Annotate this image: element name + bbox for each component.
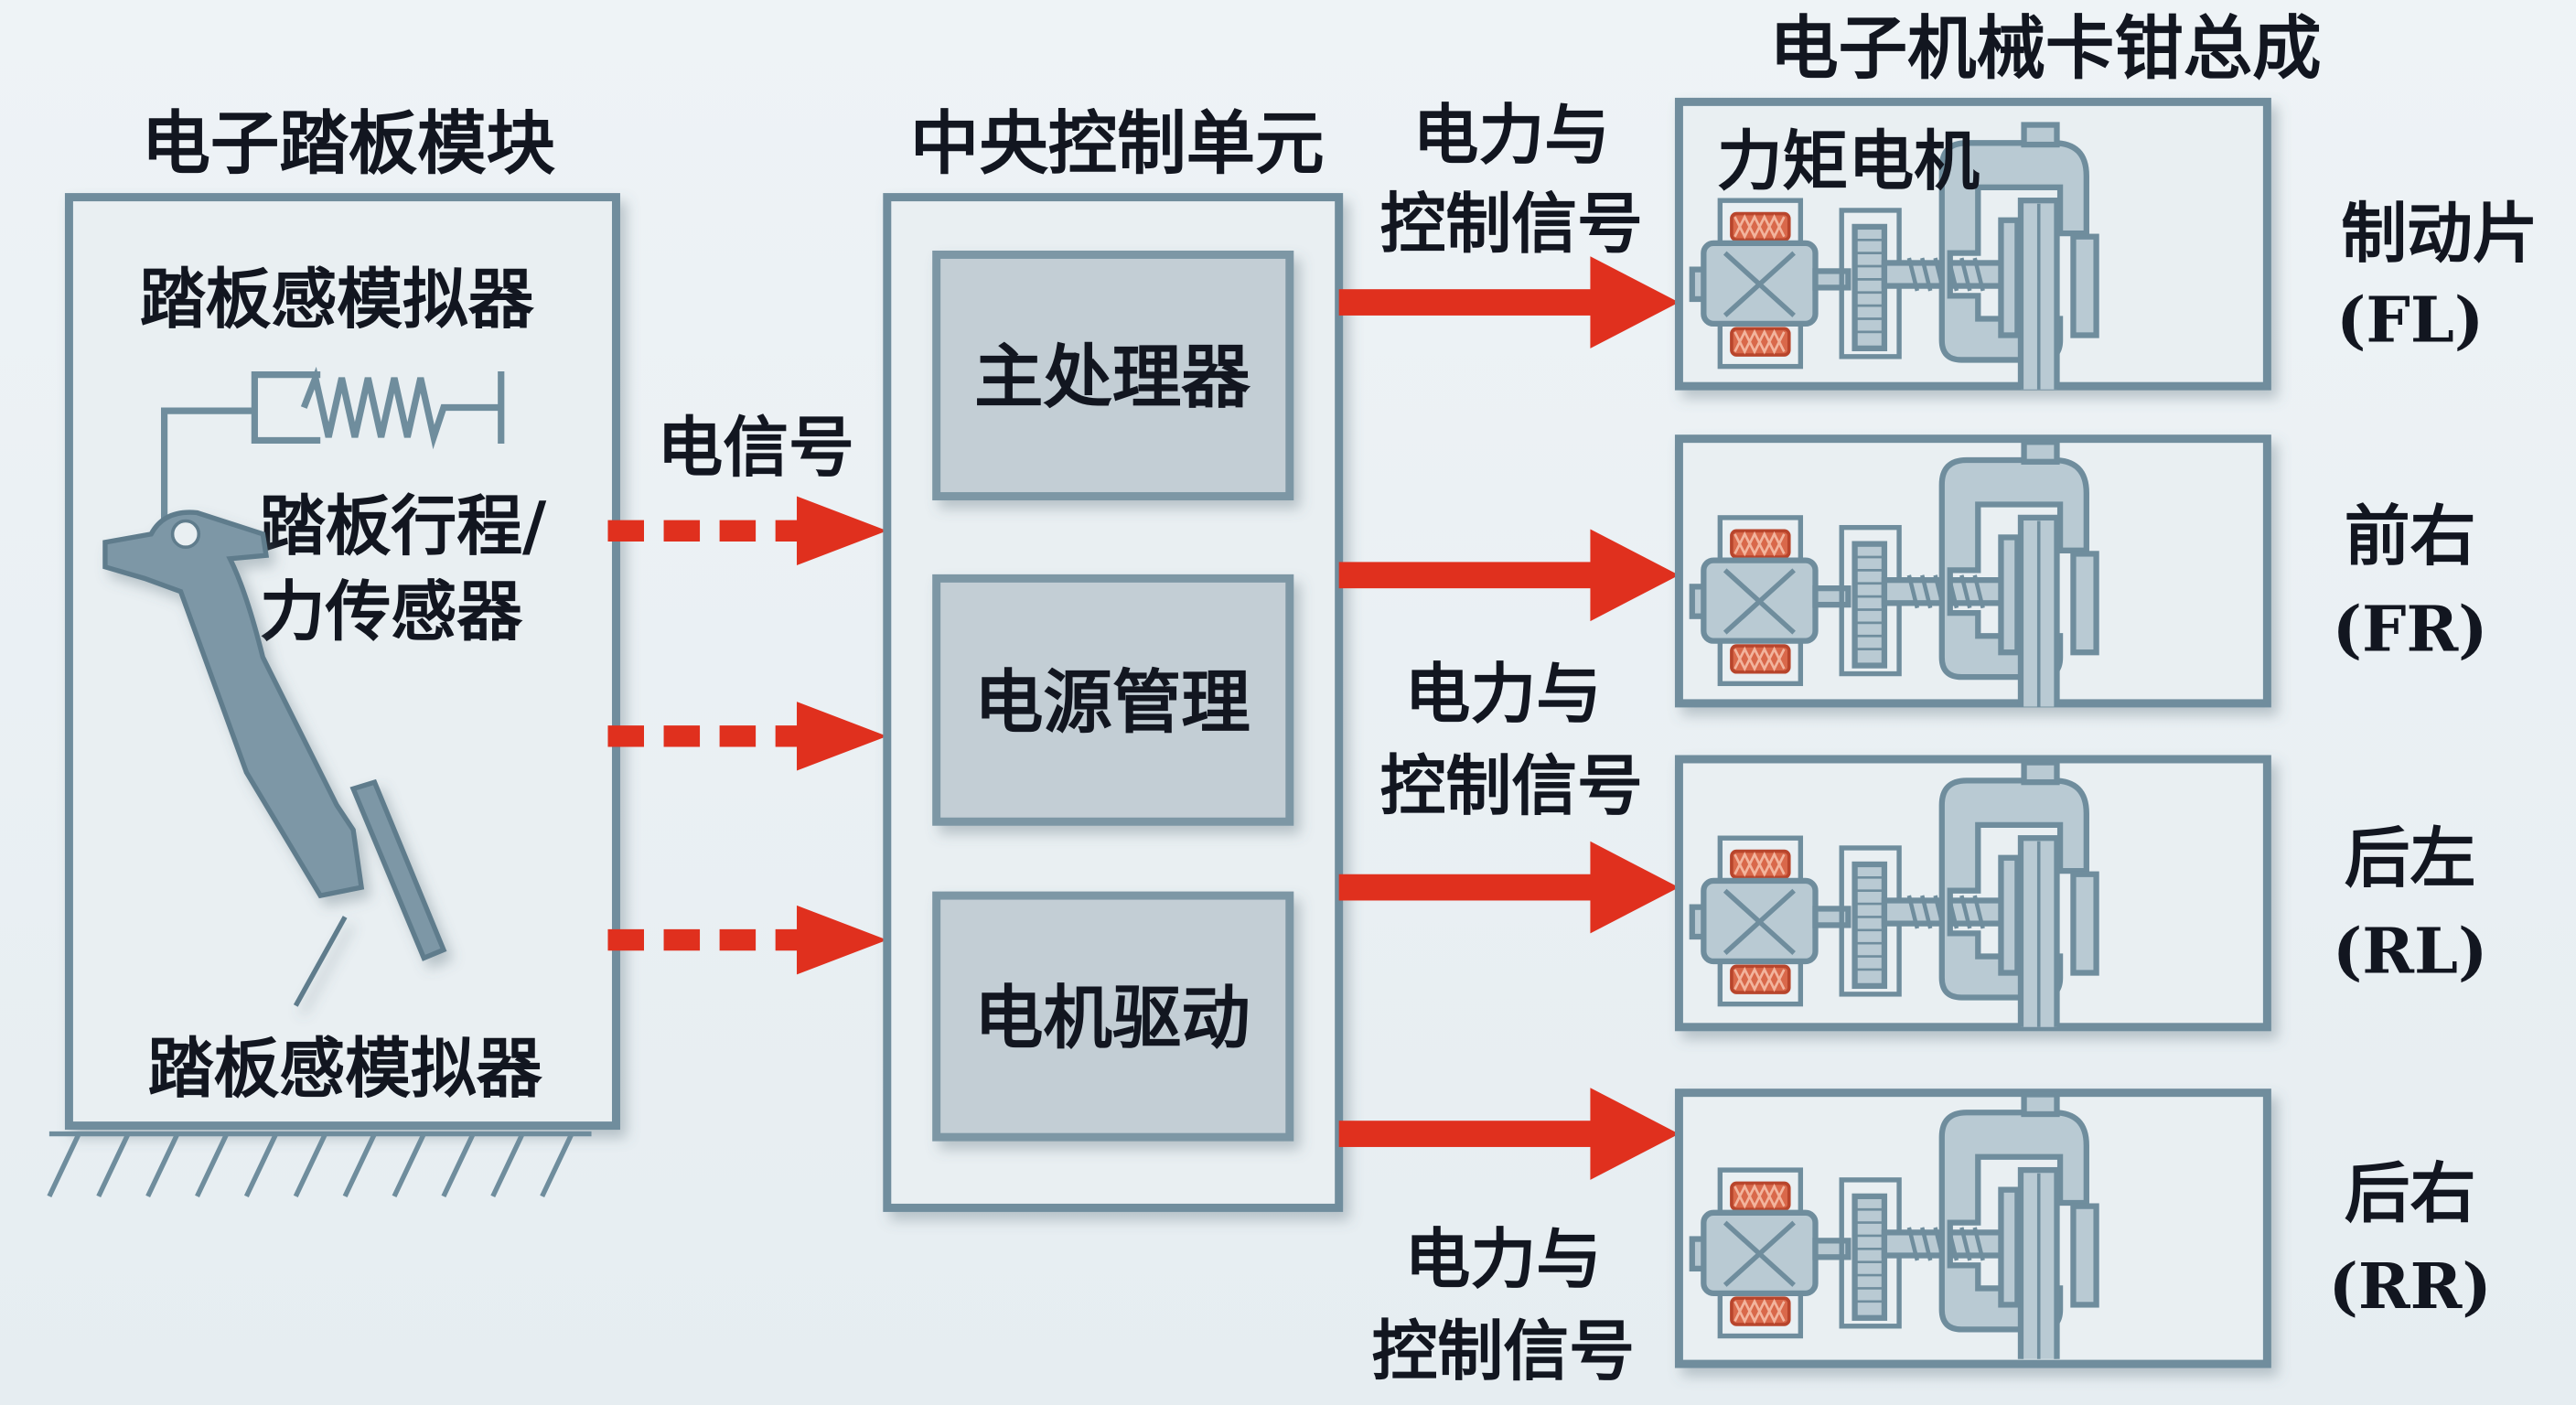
svg-text:主处理器: 主处理器 <box>974 336 1250 417</box>
power-signal-label-2b: 控制信号 <box>1380 747 1643 824</box>
wheel-fr-name: 前右 <box>2345 498 2476 574</box>
ground-hatch-icon <box>47 1131 592 1197</box>
dashed-arrow <box>607 496 887 565</box>
wheel-fl-name: 制动片 <box>2341 195 2538 272</box>
caliper-fr <box>1674 434 2271 740</box>
svg-text:电机驱动: 电机驱动 <box>974 977 1250 1058</box>
main-processor-block: 主处理器 <box>932 250 1294 501</box>
pedal-icon <box>102 509 447 1007</box>
torque-motor-label: 力矩电机 <box>1717 123 1980 199</box>
caliper-rl <box>1674 755 2271 1060</box>
dashed-arrow <box>607 905 887 975</box>
wheel-rl-name: 后左 <box>2345 820 2476 896</box>
power-management-block: 电源管理 <box>932 574 1294 826</box>
dashed-arrow <box>607 702 887 771</box>
power-signal-label-3a: 电力与 <box>1405 1220 1602 1297</box>
solid-arrow <box>1338 1088 1680 1180</box>
solid-arrow <box>1338 529 1680 622</box>
wheel-fr-code: (FR) <box>2333 593 2488 666</box>
power-signal-label-1b: 控制信号 <box>1380 185 1643 262</box>
motor-drive-block: 电机驱动 <box>932 891 1294 1142</box>
control-unit-title: 中央控制单元 <box>910 102 1325 184</box>
spring-icon <box>161 366 505 534</box>
power-signal-label-2a: 电力与 <box>1405 655 1602 732</box>
pedal-feel-simulator-bottom-label: 踏板感模拟器 <box>148 1030 543 1107</box>
pedal-module-box <box>64 193 620 1131</box>
power-control-arrows <box>1338 256 1680 1180</box>
caliper-rr <box>1674 1089 2271 1392</box>
caliper-fl: 力矩电机 <box>1674 97 2271 422</box>
wheel-rr-name: 后右 <box>2345 1154 2476 1231</box>
solid-arrow <box>1338 256 1680 349</box>
pedal-feel-simulator-top-label: 踏板感模拟器 <box>140 261 535 338</box>
wheel-rr-code: (RR) <box>2329 1250 2492 1324</box>
solid-arrow <box>1338 841 1680 934</box>
power-signal-label-1a: 电力与 <box>1413 96 1610 173</box>
power-signal-label-3b: 控制信号 <box>1372 1313 1635 1389</box>
electric-signal-arrows <box>607 496 887 975</box>
caliper-assembly-title: 电子机械卡钳总成 <box>1769 7 2321 89</box>
pedal-module-title: 电子踏板模块 <box>141 102 555 184</box>
electric-signal-label: 电信号 <box>657 409 853 486</box>
wheel-fl-code: (FL) <box>2336 284 2484 358</box>
pedal-travel-sensor-label-1: 踏板行程/ <box>260 488 547 564</box>
wheel-rl-code: (RL) <box>2333 916 2487 989</box>
svg-text:电源管理: 电源管理 <box>974 661 1250 743</box>
pedal-travel-sensor-label-2: 力传感器 <box>260 573 523 649</box>
